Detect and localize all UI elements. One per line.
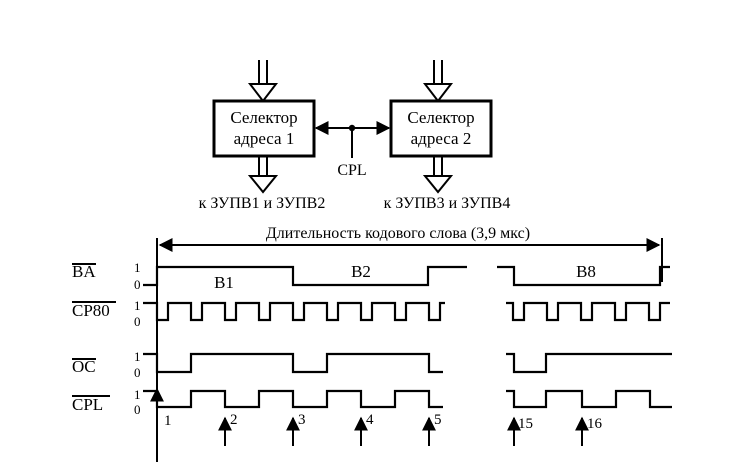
selector-2-line1: Селектор xyxy=(407,108,474,127)
cp80-level-low: 0 xyxy=(134,314,141,329)
oc-level-high: 1 xyxy=(134,349,141,364)
selector-2-line2: адреса 2 xyxy=(411,129,472,148)
output-label-2: к ЗУПВ3 и ЗУПВ4 xyxy=(384,195,511,212)
pulse-numbers: 1 2 3 4 5 15 16 xyxy=(164,412,603,432)
signal-oc-label: OC xyxy=(72,357,96,376)
address-selector-2: Селектор адреса 2 xyxy=(389,99,493,158)
pulse-number-5: 5 xyxy=(434,412,442,428)
pulse-number-3: 3 xyxy=(298,412,306,428)
cpl-level-low: 0 xyxy=(134,402,141,417)
address-selector-1: Селектор адреса 1 xyxy=(212,99,316,158)
signal-cpl-label: CPL xyxy=(72,395,103,414)
duration-label: Длительность кодового слова (3,9 мкс) xyxy=(266,225,530,242)
input-arrow-1 xyxy=(247,60,279,103)
pulse-number-15: 15 xyxy=(518,416,533,432)
output-arrow-2 xyxy=(422,156,454,194)
cp80-level-high: 1 xyxy=(134,298,141,313)
input-arrow-2 xyxy=(422,60,454,103)
waveform-oc xyxy=(143,352,672,374)
ba-word-b1: B1 xyxy=(214,273,234,292)
selector-1-line2: адреса 1 xyxy=(234,129,295,148)
pulse-number-2: 2 xyxy=(230,412,238,428)
oc-level-low: 0 xyxy=(134,365,141,380)
ba-level-low: 0 xyxy=(134,277,141,292)
ba-word-b2: B2 xyxy=(351,262,371,281)
ba-word-b8: B8 xyxy=(576,262,596,281)
waveform-cp80 xyxy=(143,301,670,322)
code-word-duration: Длительность кодового слова (3,9 мкс) xyxy=(156,225,663,462)
selector-1-line1: Селектор xyxy=(230,108,297,127)
cpl-bus: CPL xyxy=(314,121,391,179)
ba-level-high: 1 xyxy=(134,260,141,275)
cpl-edge-arrows xyxy=(150,387,589,446)
signal-cp80-label: CP80 xyxy=(72,301,110,320)
signal-names: BA CP80 OC CPL xyxy=(72,262,116,414)
level-marks: 1 0 1 0 1 0 1 0 xyxy=(134,260,141,417)
output-arrow-1 xyxy=(247,156,279,194)
cpl-level-high: 1 xyxy=(134,387,141,402)
waveform-cpl xyxy=(143,389,672,409)
cpl-label: CPL xyxy=(337,162,366,179)
signal-ba-label: BA xyxy=(72,262,96,281)
pulse-number-4: 4 xyxy=(366,412,374,428)
pulse-number-16: 16 xyxy=(587,416,603,432)
output-label-1: к ЗУПВ1 и ЗУПВ2 xyxy=(199,195,326,212)
waveform-ba: B1 B2 B8 xyxy=(143,262,670,292)
pulse-number-1: 1 xyxy=(164,413,172,429)
